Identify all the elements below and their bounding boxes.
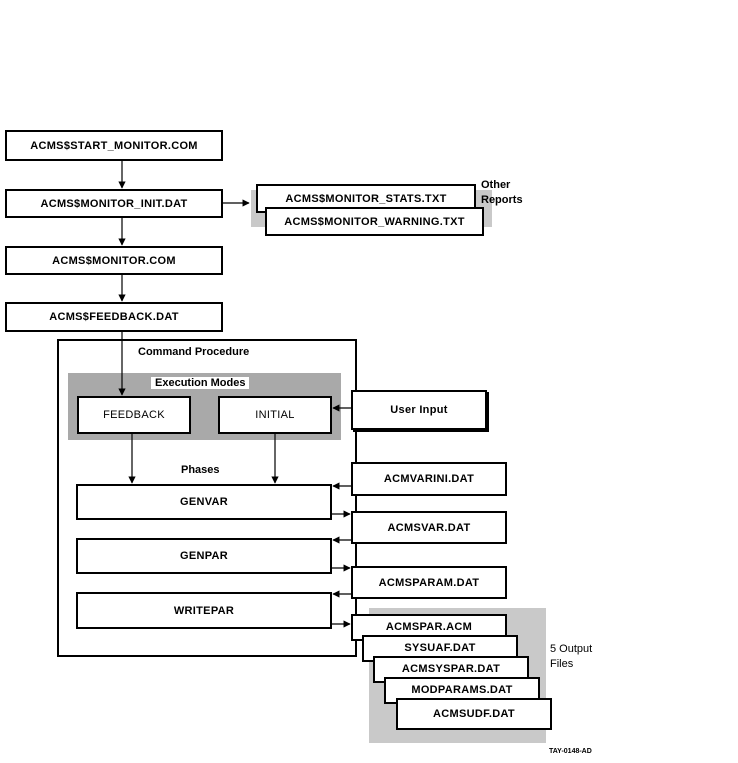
command-procedure-title: Command Procedure xyxy=(138,346,250,358)
start-monitor-box: ACMS$START_MONITOR.COM xyxy=(5,130,223,161)
output-files-label: 5 Output Files xyxy=(550,643,593,670)
phases-label: Phases xyxy=(181,464,220,476)
output-acmsudf-dat-box: ACMSUDF.DAT xyxy=(396,698,552,730)
acmvarini-dat-box: ACMVARINI.DAT xyxy=(351,462,507,496)
acmsparam-dat-box: ACMSPARAM.DAT xyxy=(351,566,507,599)
monitor-init-box: ACMS$MONITOR_INIT.DAT xyxy=(5,189,223,218)
phase-genvar-box: GENVAR xyxy=(76,484,332,520)
monitor-com-box: ACMS$MONITOR.COM xyxy=(5,246,223,275)
execution-modes-label: Execution Modes xyxy=(151,377,250,389)
mode-initial-box: INITIAL xyxy=(218,396,332,434)
feedback-dat-box: ACMS$FEEDBACK.DAT xyxy=(5,302,223,332)
user-input-box: User Input xyxy=(351,390,487,430)
phase-writepar-box: WRITEPAR xyxy=(76,592,332,629)
monitor-warning-box: ACMS$MONITOR_WARNING.TXT xyxy=(265,207,484,236)
mode-feedback-box: FEEDBACK xyxy=(77,396,191,434)
acmsvar-dat-box: ACMSVAR.DAT xyxy=(351,511,507,544)
figure-id-label: TAY-0148-AD xyxy=(549,748,592,755)
phase-genpar-box: GENPAR xyxy=(76,538,332,574)
other-reports-label: Other Reports xyxy=(481,179,523,206)
